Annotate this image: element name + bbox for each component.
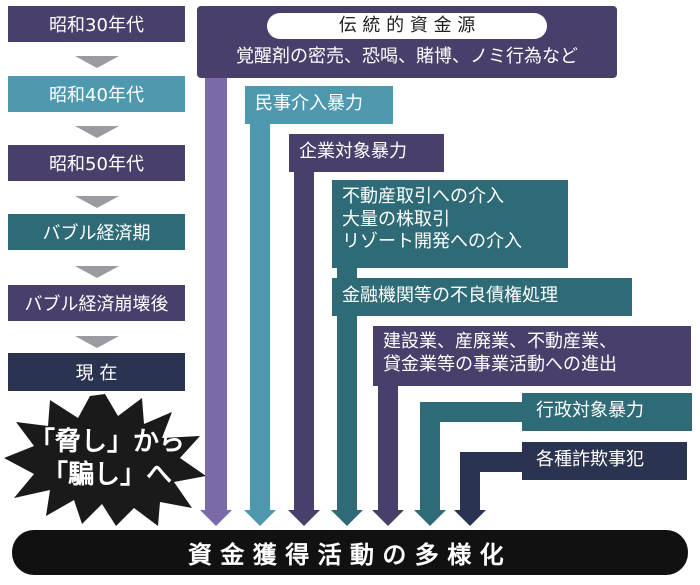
activity-line: 建設業、産廃業、不動産業、 bbox=[383, 331, 617, 352]
activity-line: リゾート開発への介入 bbox=[342, 231, 522, 252]
traditional-body: 覚醒剤の密売、恐喝、賭博、ノミ行為など bbox=[236, 46, 578, 67]
arrow-shaft-civil bbox=[250, 108, 270, 510]
arrow-shaft-traditional bbox=[205, 60, 227, 510]
era-box-present: 現 在 bbox=[8, 353, 185, 391]
activity-box-corporate: 企業対象暴力 bbox=[289, 134, 444, 172]
burst-caption: 「脅し」から 「騙し」へ bbox=[22, 426, 192, 491]
arrow-shaft-corporate bbox=[294, 160, 314, 510]
activity-label: 金融機関等の不良債権処理 bbox=[342, 285, 558, 306]
era-label: 現 在 bbox=[75, 363, 118, 384]
down-triangle-icon bbox=[75, 266, 119, 278]
activity-box-badloans: 金融機関等の不良債権処理 bbox=[332, 278, 632, 316]
burst-line-2: 「騙し」へ bbox=[41, 459, 172, 490]
arrow-head-traditional bbox=[200, 510, 232, 526]
arrow-shaft-construction bbox=[378, 360, 398, 510]
activity-box-construction: 建設業、産廃業、不動産業、 貸金業等の事業活動への進出 bbox=[373, 326, 691, 386]
activity-box-realestate: 不動産取引への介入 大量の株取引 リゾート開発への介入 bbox=[332, 180, 568, 268]
arrow-connector-fraud bbox=[460, 452, 530, 472]
down-triangle-icon bbox=[75, 336, 119, 348]
arrow-shaft-admin bbox=[420, 402, 440, 510]
arrow-head-civil bbox=[244, 510, 276, 526]
activity-box-civil: 民事介入暴力 bbox=[245, 86, 393, 124]
era-box-post-bubble: バブル経済崩壊後 bbox=[8, 285, 185, 321]
arrow-connector-admin bbox=[420, 402, 530, 422]
down-triangle-icon bbox=[75, 196, 119, 208]
activity-label: 民事介入暴力 bbox=[255, 93, 363, 114]
activity-box-admin: 行政対象暴力 bbox=[522, 393, 692, 431]
era-label: バブル経済崩壊後 bbox=[24, 294, 169, 315]
burst-line-1: 「脅し」から bbox=[28, 427, 185, 457]
down-triangle-icon bbox=[75, 126, 119, 138]
arrow-head-fraud bbox=[454, 510, 486, 526]
activity-line: 大量の株取引 bbox=[342, 208, 450, 230]
bottom-banner: 資金獲得活動の多様化 bbox=[12, 530, 688, 575]
arrow-head-construction bbox=[372, 510, 404, 526]
era-label: バブル経済期 bbox=[42, 223, 151, 244]
era-box-bubble: バブル経済期 bbox=[8, 214, 185, 250]
activity-line: 貸金業等の事業活動への進出 bbox=[383, 353, 617, 375]
down-triangle-icon bbox=[75, 56, 119, 68]
era-box-showa50: 昭和50年代 bbox=[8, 145, 185, 181]
arrow-head-realestate bbox=[331, 510, 363, 526]
era-label: 昭和50年代 bbox=[49, 154, 144, 175]
era-label: 昭和40年代 bbox=[49, 85, 144, 106]
arrow-head-corporate bbox=[288, 510, 320, 526]
bottom-banner-text: 資金獲得活動の多様化 bbox=[188, 541, 512, 569]
arrow-shaft-realestate bbox=[337, 260, 357, 510]
era-box-showa30: 昭和30年代 bbox=[8, 6, 185, 42]
activity-box-fraud: 各種詐欺事犯 bbox=[522, 442, 687, 480]
traditional-title: 伝 統 的 資 金 源 bbox=[267, 13, 547, 39]
activity-label: 各種詐欺事犯 bbox=[536, 449, 644, 470]
era-label: 昭和30年代 bbox=[49, 15, 144, 36]
starburst-icon bbox=[4, 394, 206, 526]
arrow-head-admin bbox=[414, 510, 446, 526]
activity-label: 企業対象暴力 bbox=[299, 141, 407, 162]
era-box-showa40: 昭和40年代 bbox=[8, 76, 185, 112]
activity-line: 不動産取引への介入 bbox=[342, 186, 504, 207]
activity-label: 行政対象暴力 bbox=[536, 400, 644, 421]
traditional-source-box: 伝 統 的 資 金 源 覚醒剤の密売、恐喝、賭博、ノミ行為など bbox=[197, 6, 617, 78]
